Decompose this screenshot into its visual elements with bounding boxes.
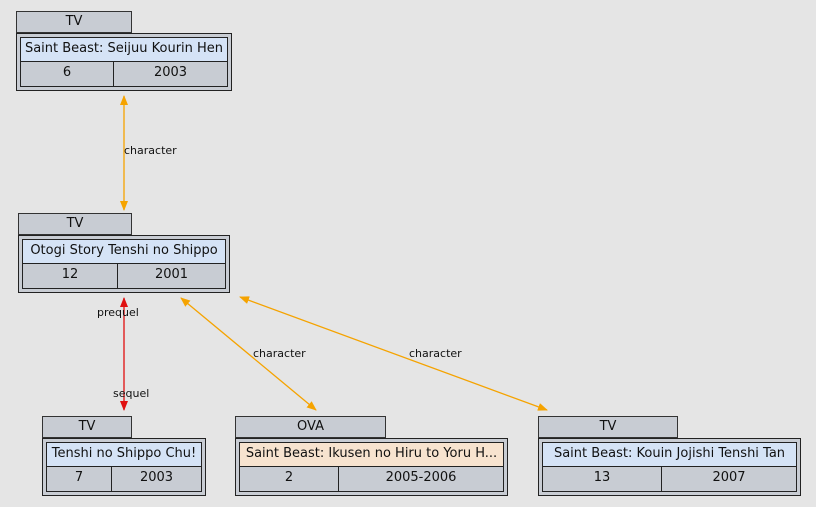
edge-label-character-2: character [253,347,306,360]
node-year: 2003 [113,62,227,86]
node-title: Saint Beast: Kouin Jojishi Tenshi Tan [543,443,796,467]
node-type-tab: TV [538,416,678,438]
node-title: Otogi Story Tenshi no Shippo [23,240,225,264]
node-type-tab: TV [16,11,132,33]
node-title: Saint Beast: Seijuu Kourin Hen [21,38,227,62]
node-title: Tenshi no Shippo Chu! [47,443,201,467]
node-episodes: 6 [21,62,113,86]
node-year: 2005-2006 [338,467,503,491]
node-episodes: 12 [23,264,117,288]
edge-character-otogi-kouin [239,296,548,411]
edge-label-prequel: prequel [97,306,139,319]
node-episodes: 13 [543,467,661,491]
node-year: 2003 [111,467,201,491]
node-type-tab: TV [42,416,132,438]
node-type-tab: TV [18,213,132,235]
node-episodes: 7 [47,467,111,491]
node-year: 2001 [117,264,225,288]
edge-label-character-3: character [409,347,462,360]
edge-label-sequel: sequel [113,387,149,400]
node-year: 2007 [661,467,796,491]
node-type-tab: OVA [235,416,386,438]
node-title: Saint Beast: Ikusen no Hiru to Yoru H... [240,443,503,467]
node-episodes: 2 [240,467,338,491]
edge-label-character-1: character [124,144,177,157]
